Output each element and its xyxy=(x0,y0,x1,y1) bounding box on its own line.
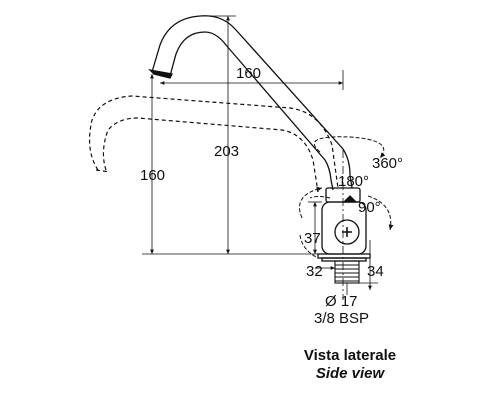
spout-solid xyxy=(148,15,353,191)
dim-body-height: 37 xyxy=(304,230,321,247)
dim-lever-angle: 90° xyxy=(358,199,381,216)
dim-spout-reach: 160 xyxy=(236,65,261,82)
dim-body-width: 32 xyxy=(306,263,323,280)
spout-dashed xyxy=(88,95,339,193)
threaded-shank xyxy=(334,260,360,284)
dimension-lines xyxy=(142,15,378,295)
dim-total-height: 203 xyxy=(214,143,239,160)
rotation-arcs xyxy=(299,136,394,259)
caption-title-italian: Vista laterale xyxy=(303,347,397,364)
caption-title-english: Side view xyxy=(315,365,385,382)
dim-body-depth: 34 xyxy=(367,263,384,280)
dim-spout-height: 160 xyxy=(140,167,165,184)
dim-thread-diameter: Ø 17 xyxy=(325,293,358,310)
dim-rotation-360: 360° xyxy=(372,155,403,172)
dim-rotation-180: 180° xyxy=(338,173,369,190)
dim-thread-type: 3/8 BSP xyxy=(314,310,369,327)
